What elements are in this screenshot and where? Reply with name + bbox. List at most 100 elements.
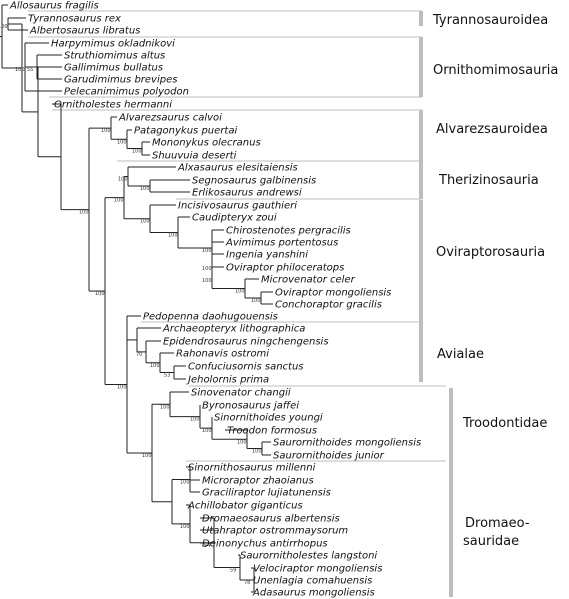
clade-brackets — [419, 11, 453, 597]
taxon-label: Mononykus olecranus — [152, 138, 261, 149]
taxon-label: Conchoraptor gracilis — [275, 300, 382, 311]
support-value: 100 — [235, 289, 245, 295]
support-value: 54 — [204, 543, 210, 549]
taxon-label: Jeholornis prima — [186, 375, 269, 386]
support-value: 100 — [140, 186, 150, 192]
taxon-label: Harpymimus okladnikovi — [51, 39, 175, 50]
taxon-label: Alvarezsaurus calvoi — [118, 113, 222, 124]
clade-label: Troodontidae — [462, 416, 547, 431]
clade-label-line2: sauridae — [463, 534, 519, 549]
taxon-label: Byronosaurus jaffei — [202, 401, 299, 412]
clade-bracket — [419, 11, 423, 26]
taxon-label: Ornitholestes hermanni — [54, 100, 172, 111]
clade-bracket — [419, 322, 423, 382]
support-value: 100 — [168, 232, 178, 238]
support-value: 100 — [180, 480, 190, 486]
taxon-label: Achillobator giganticus — [187, 501, 303, 512]
clade-labels: TyrannosauroideaOrnithomimosauriaAlvarez… — [432, 13, 558, 549]
taxon-label: Pelecanimimus polyodon — [64, 87, 189, 98]
taxon-label: Chirostenotes pergracilis — [226, 226, 351, 237]
support-value: 100 — [202, 266, 212, 272]
taxon-label: Troodon formosus — [227, 426, 317, 437]
taxon-label: Archaeopteryx lithographica — [162, 324, 305, 335]
support-value: 100 — [202, 428, 212, 434]
support-value: 100 — [140, 219, 150, 225]
taxon-label: Ingenia yanshini — [226, 250, 308, 261]
support-value: 100 — [15, 67, 25, 73]
taxon-label: Microvenator celer — [261, 275, 356, 286]
taxon-label: Allosaurus fragilis — [9, 1, 99, 12]
taxon-label: Albertosaurus libratus — [29, 26, 140, 37]
taxon-label: Microraptor zhaoianus — [202, 476, 314, 487]
clade-label: Avialae — [437, 347, 484, 362]
support-value: 100 — [160, 404, 170, 410]
taxon-label: Erlikosaurus andrewsi — [192, 188, 302, 199]
support-value: 100 — [0, 24, 8, 30]
taxon-label: Avimimus portentosus — [225, 238, 338, 249]
taxon-label: Patagonykus puertai — [134, 126, 237, 137]
support-value: 100 — [114, 198, 124, 204]
taxon-label: Sinornithoides youngi — [214, 413, 323, 424]
support-value: 78 — [244, 580, 250, 586]
clade-bracket — [419, 161, 423, 199]
support-values: 1005510010010010010010010010010010010010… — [0, 24, 262, 586]
taxon-label: Epidendrosaurus ningchengensis — [163, 337, 329, 348]
support-value: 100 — [117, 384, 127, 390]
taxon-label: Incisivosaurus gauthieri — [178, 201, 297, 212]
clade-label: Therizinosauria — [438, 173, 539, 188]
support-value: 100 — [142, 453, 152, 459]
taxon-label: Tyrannosaurus rex — [28, 14, 121, 25]
clade-bracket — [419, 200, 423, 322]
taxon-label: Gallimimus bullatus — [64, 63, 163, 74]
support-value: 59 — [230, 568, 236, 574]
support-value: 100 — [180, 524, 190, 530]
support-value: 100 — [117, 139, 127, 145]
taxon-label: Alxasaurus elesitaiensis — [177, 163, 298, 174]
support-value: 100 — [202, 278, 212, 284]
support-value: 55 — [27, 67, 33, 73]
taxon-label: Unenlagia comahuensis — [253, 576, 372, 587]
taxon-label: Saurornithoides junior — [273, 451, 385, 462]
support-value: 100 — [252, 449, 262, 455]
support-value: 100 — [190, 417, 200, 423]
clade-label: Tyrannosauroidea — [432, 13, 548, 28]
clade-guide-lines — [28, 10, 446, 462]
taxon-label: Utahraptor ostrommaysorum — [202, 526, 348, 537]
clade-bracket — [449, 461, 453, 597]
taxon-label: Oviraptor philoceratops — [226, 263, 344, 274]
support-value: 100 — [79, 210, 89, 216]
taxon-label: Velociraptor mongoliensis — [253, 564, 382, 575]
support-value: 53 — [164, 373, 170, 379]
taxon-label: Struthiomimus altus — [64, 51, 165, 62]
clade-label: Oviraptorosauria — [436, 245, 545, 260]
taxon-label: Adasaurus mongoliensis — [252, 588, 375, 599]
support-value: 100 — [251, 298, 261, 304]
taxon-label: Graciliraptor lujiatunensis — [202, 488, 331, 499]
clade-label: Alvarezsauroidea — [436, 122, 548, 137]
taxon-label: Shuuvuia deserti — [152, 151, 237, 162]
clade-bracket — [449, 388, 453, 461]
taxon-label: Segnosaurus galbinensis — [192, 176, 316, 187]
taxon-label: Caudipteryx zoui — [192, 213, 277, 224]
clade-bracket — [419, 110, 423, 161]
support-value: 100 — [95, 291, 105, 297]
clade-bracket — [419, 37, 423, 97]
support-value: 100 — [132, 149, 142, 155]
taxon-label: Oviraptor mongoliensis — [275, 288, 391, 299]
taxon-label: Dromaeosaurus albertensis — [202, 514, 340, 525]
taxon-label: Saurornitholestes langstoni — [240, 551, 377, 562]
taxon-label: Saurornithoides mongoliensis — [273, 438, 421, 449]
tree-branches — [0, 4, 273, 593]
taxon-label: Sinovenator changii — [191, 388, 291, 399]
support-value: 100 — [118, 177, 128, 183]
support-value: 70 — [136, 352, 142, 358]
taxon-label: Pedopenna daohugouensis — [143, 312, 278, 323]
clade-label: Dromaeo- — [465, 516, 530, 531]
taxon-label: Sinornithosaurus millenni — [188, 463, 316, 474]
taxon-label: Confuciusornis sanctus — [188, 362, 304, 373]
clade-label: Ornithomimosauria — [433, 63, 558, 78]
taxon-label: Rahonavis ostromi — [176, 349, 269, 360]
